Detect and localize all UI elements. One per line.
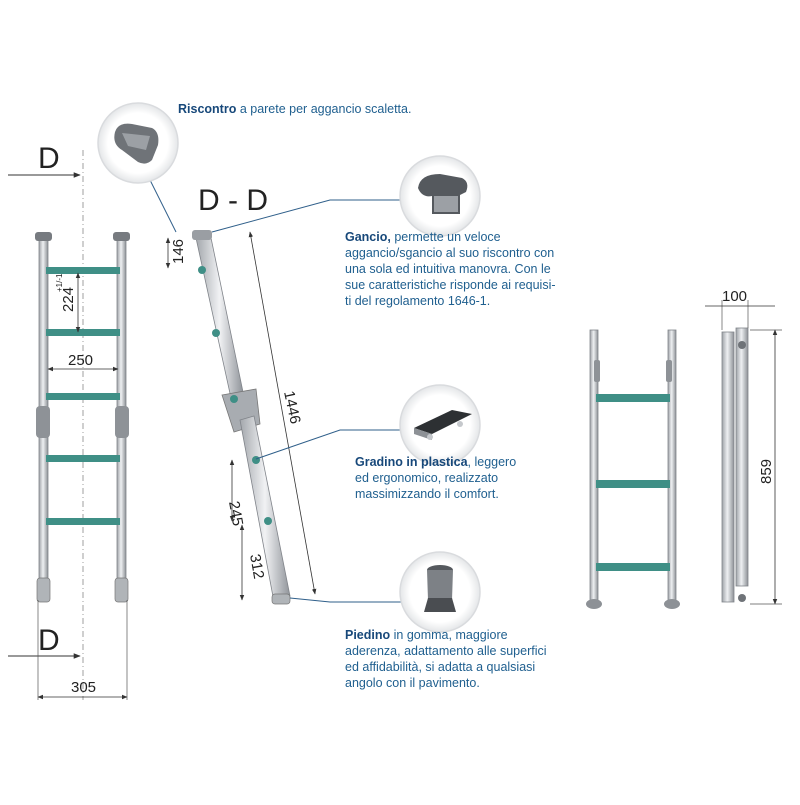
leader-lines xyxy=(149,179,406,603)
caption-gancio-line-3: una sola ed intuitiva manovra. Con le xyxy=(345,262,551,276)
leader-piedino xyxy=(289,597,406,603)
front-view: D D 224 +1/-1 250 305 xyxy=(8,142,130,700)
rung-2 xyxy=(46,329,120,336)
dim-outer-width: 305 xyxy=(71,679,96,696)
wall-bracket-icon xyxy=(114,123,159,164)
section-foot xyxy=(271,593,291,605)
rf-right-foot xyxy=(664,599,680,609)
caption-gradino: Gradino in plastica, leggero ed ergonomi… xyxy=(355,454,555,502)
caption-piedino: Piedino in gomma, maggiore aderenza, ada… xyxy=(345,627,585,691)
caption-piedino-line-3: ed affidabilità, si adatta a qualsiasi xyxy=(345,660,536,674)
dim-rung-spacing: 224 xyxy=(60,287,77,312)
section-label-top: D xyxy=(38,142,60,175)
caption-riscontro-title: Riscontro xyxy=(178,102,237,116)
rf-rung-2 xyxy=(596,480,670,488)
side-rail-back xyxy=(735,327,749,587)
dim-rung-spacing-tol: +1/-1 xyxy=(55,273,64,292)
dim-depth: 100 xyxy=(722,288,747,305)
section-step-3 xyxy=(230,395,238,403)
detail-riscontro xyxy=(97,102,179,184)
right-foot xyxy=(114,577,129,603)
side-view: 100 859 xyxy=(705,288,782,605)
caption-gancio-line-4: sue caratteristiche risponde ai requisi- xyxy=(345,278,556,292)
rf-right-bracket xyxy=(666,360,672,382)
caption-gancio-line-5: ti del regolamento 1646-1. xyxy=(345,294,491,308)
dim-height: 859 xyxy=(758,459,775,484)
detail-gradino xyxy=(399,384,481,466)
dim-inner-width: 250 xyxy=(68,352,93,369)
front-rungs xyxy=(46,267,120,525)
section-title: D - D xyxy=(198,184,268,217)
section-step-5 xyxy=(264,517,272,525)
leader-riscontro xyxy=(149,179,177,233)
section-rail-upper xyxy=(195,232,244,399)
side-rail-front xyxy=(721,331,735,603)
dim-step-a: 245 xyxy=(225,500,246,528)
caption-piedino-line-1: in gomma, maggiore xyxy=(390,628,508,642)
leader-gradino xyxy=(255,429,406,460)
rf-left-foot xyxy=(586,599,602,609)
rung-3 xyxy=(46,393,120,400)
rubber-foot-icon xyxy=(424,565,456,612)
caption-gradino-title: Gradino in plastica xyxy=(355,455,468,469)
left-joint xyxy=(36,406,50,438)
hook-icon xyxy=(418,174,468,214)
caption-riscontro-text: a parete per aggancio scaletta. xyxy=(236,102,412,116)
caption-piedino-title: Piedino xyxy=(345,628,391,642)
rung-1 xyxy=(46,267,120,274)
dim-hook-offset: 146 xyxy=(170,239,187,264)
section-label-bottom: D xyxy=(38,624,60,657)
left-top-cap xyxy=(35,232,52,241)
dim-line-length xyxy=(248,231,317,595)
dim-length: 1446 xyxy=(280,389,304,425)
caption-gancio-title: Gancio, xyxy=(345,230,391,244)
section-step-2 xyxy=(212,329,220,337)
caption-gancio-line-1: permette un veloce xyxy=(390,230,501,244)
section-step-1 xyxy=(198,266,206,274)
caption-gradino-line-3: massimizzando il comfort. xyxy=(355,487,499,501)
rf-rung-1 xyxy=(596,394,670,402)
right-front-view xyxy=(586,329,680,609)
section-view: D - D 146 1446 245 312 xyxy=(165,184,317,605)
dim-step-b: 312 xyxy=(246,553,267,581)
caption-riscontro: Riscontro a parete per aggancio scaletta… xyxy=(178,101,478,117)
detail-piedino xyxy=(399,551,481,633)
right-top-cap xyxy=(113,232,130,241)
plastic-step-icon xyxy=(414,410,472,440)
rung-4 xyxy=(46,455,120,462)
rf-left-bracket xyxy=(594,360,600,382)
caption-gancio-line-2: aggancio/sgancio al suo riscontro con xyxy=(345,246,555,260)
caption-gradino-line-2: ed ergonomico, realizzato xyxy=(355,471,499,485)
section-hook xyxy=(192,230,212,240)
side-hook xyxy=(738,341,746,349)
rung-5 xyxy=(46,518,120,525)
caption-gradino-line-1: , leggero xyxy=(467,455,517,469)
side-foot xyxy=(738,594,746,602)
rf-rung-3 xyxy=(596,563,670,571)
section-step-4 xyxy=(252,456,260,464)
detail-gancio xyxy=(399,155,481,237)
left-foot xyxy=(36,577,51,603)
caption-gancio: Gancio, permette un veloce aggancio/sgan… xyxy=(345,229,585,309)
caption-piedino-line-4: angolo con il pavimento. xyxy=(345,676,480,690)
leader-gancio xyxy=(211,199,406,233)
right-joint xyxy=(115,406,129,438)
caption-piedino-line-2: aderenza, adattamento alle superfici xyxy=(345,644,547,658)
